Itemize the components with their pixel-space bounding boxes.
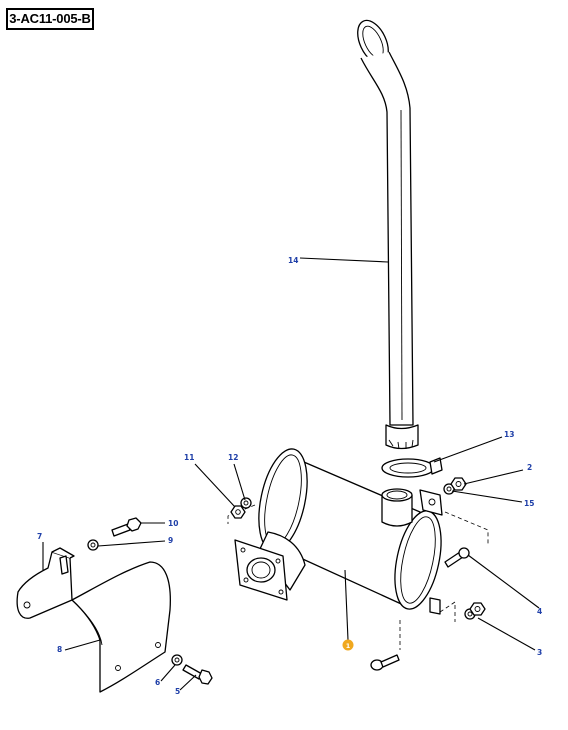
callout-3[interactable]: 3: [537, 648, 542, 657]
callout-1-highlighted[interactable]: 1: [342, 639, 354, 651]
callout-1-marker: [342, 639, 354, 651]
nut-washer-left: [230, 497, 252, 519]
heat-shield: [71, 561, 171, 693]
nut-washer-lower: [464, 602, 486, 620]
nut-washer-upper: [443, 477, 467, 495]
leader-lines: [42, 257, 540, 691]
drawing-reference: 3-AC11-005-B: [6, 8, 94, 30]
tail-pipe: [357, 19, 419, 450]
callout-6[interactable]: 6: [155, 678, 160, 687]
callout-15[interactable]: 15: [524, 499, 534, 508]
callout-11[interactable]: 11: [184, 453, 194, 462]
clamp-ring: [381, 457, 443, 478]
callout-1: 1: [346, 642, 351, 650]
carriage-bolt: [370, 654, 400, 671]
callout-10[interactable]: 10: [168, 519, 178, 528]
stud-bolt-right: [444, 547, 470, 568]
callout-9[interactable]: 9: [168, 536, 173, 545]
callout-4[interactable]: 4: [537, 607, 542, 616]
callout-14[interactable]: 14: [288, 256, 298, 265]
callout-5[interactable]: 5: [175, 687, 180, 696]
callout-8[interactable]: 8: [57, 645, 62, 654]
callout-7[interactable]: 7: [37, 532, 42, 541]
mounting-bracket: [16, 547, 75, 619]
inlet-flange: [234, 531, 306, 601]
washer-bolt-lower: [171, 654, 213, 685]
callout-labels: 14 11 12 13 2 15 10 9 7 4 3 8 6 5 1: [37, 256, 542, 696]
callout-13[interactable]: 13: [504, 430, 514, 439]
callout-12[interactable]: 12: [228, 453, 238, 462]
washer-bolt-bracket: [87, 517, 142, 551]
callout-2[interactable]: 2: [527, 463, 532, 472]
muffler: [227, 448, 489, 650]
